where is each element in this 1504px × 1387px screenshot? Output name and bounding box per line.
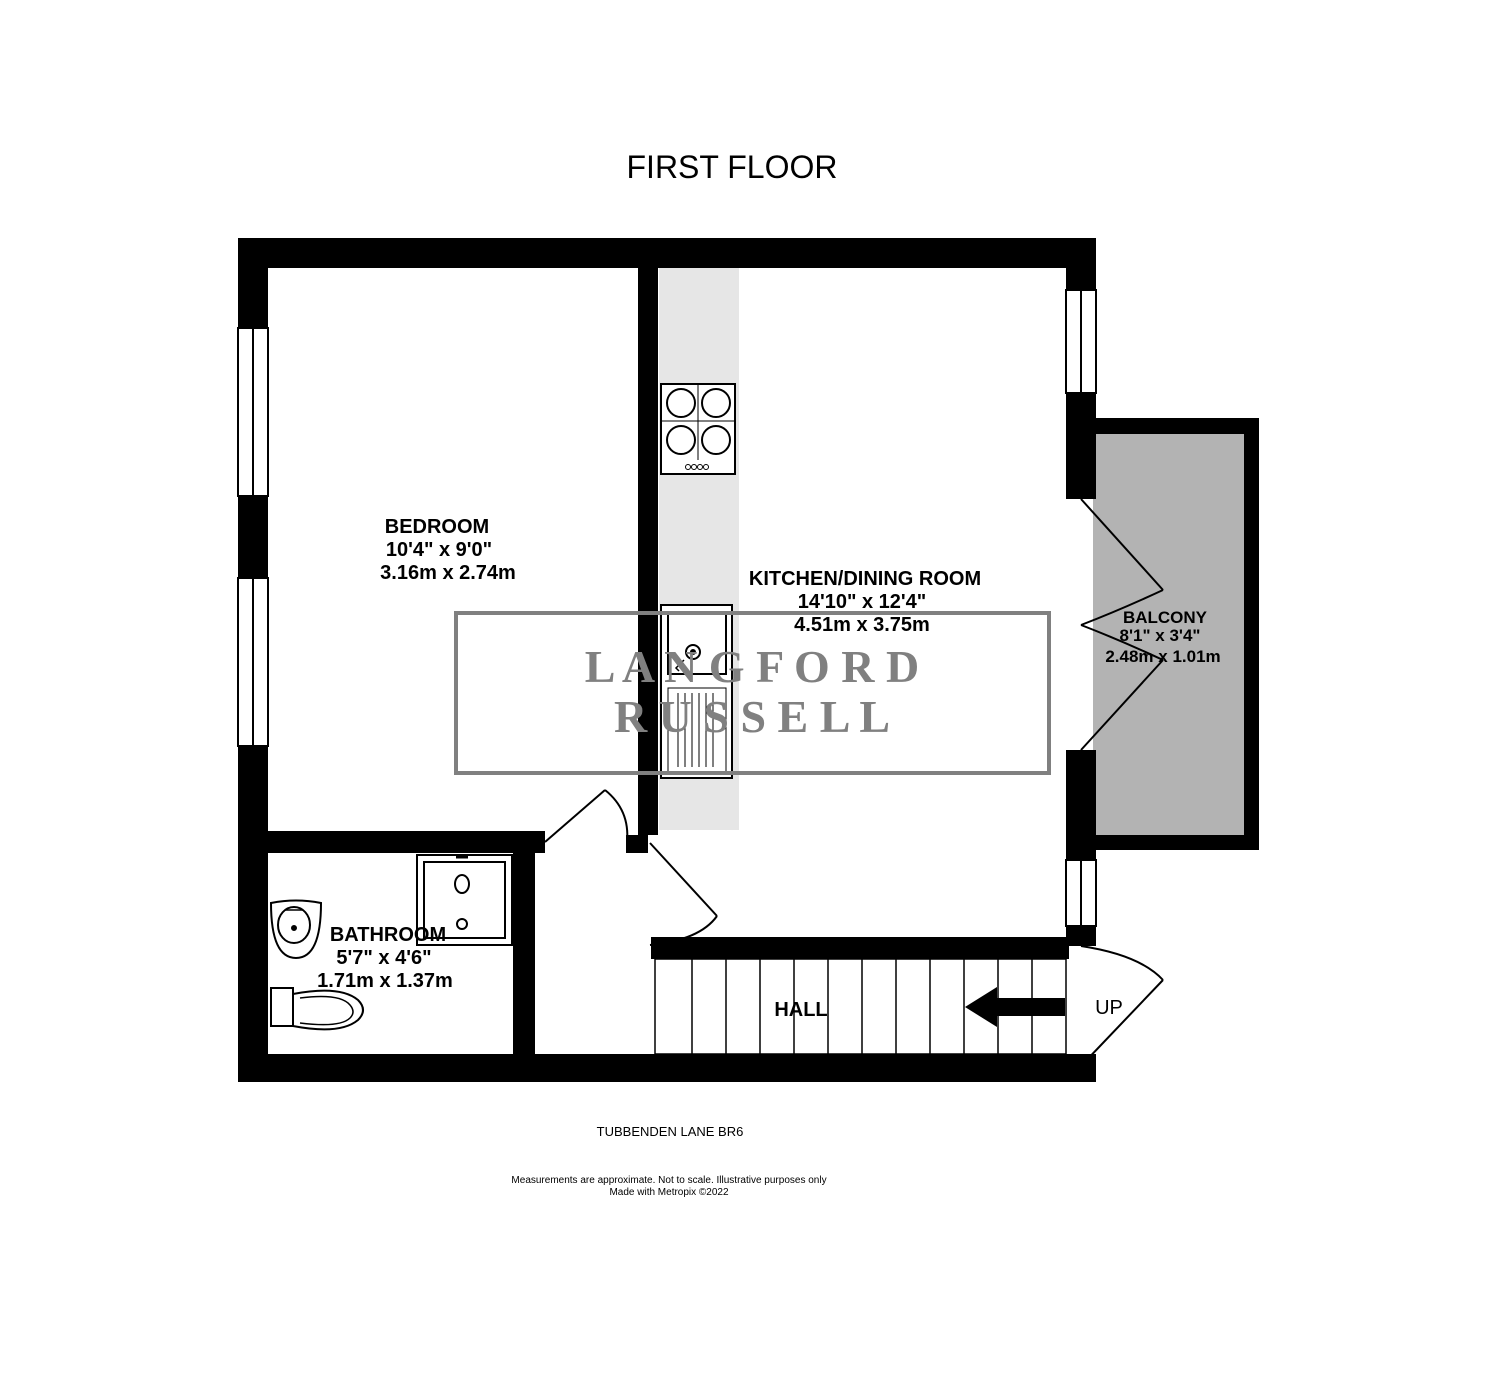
kitchen-metric: 4.51m x 3.75m: [794, 614, 930, 636]
bedroom-name: BEDROOM: [385, 516, 489, 538]
disclaimer: Measurements are approximate. Not to sca…: [511, 1175, 826, 1186]
balcony-metric: 2.48m x 1.01m: [1105, 647, 1220, 666]
hall-label: HALL: [774, 999, 827, 1021]
watermark: L A N G F O R D R U S S E L L: [454, 611, 1051, 775]
bedroom-metric: 3.16m x 2.74m: [380, 562, 516, 584]
shower-tray-icon: [416, 854, 513, 946]
bathroom-metric: 1.71m x 1.37m: [317, 970, 453, 992]
walls: [238, 238, 1259, 1082]
address: TUBBENDEN LANE BR6: [597, 1124, 744, 1139]
windows: [237, 289, 1097, 927]
doors: [544, 498, 1164, 1067]
bathroom-imperial: 5'7" x 4'6": [336, 947, 431, 969]
bedroom-label: BEDROOM 10'4" x 9'0" 3.16m x 2.74m: [380, 516, 516, 584]
stairs-arrow-icon: [965, 987, 1065, 1027]
bathroom-label: BATHROOM 5'7" x 4'6" 1.71m x 1.37m: [317, 924, 453, 992]
bedroom-imperial: 10'4" x 9'0": [386, 539, 492, 561]
balcony-floor: [1093, 433, 1245, 836]
watermark-line-1: L A N G F O R D: [585, 641, 919, 692]
balcony-label: BALCONY 8'1" x 3'4" 2.48m x 1.01m: [1105, 608, 1220, 666]
toilet-icon: [270, 987, 364, 1031]
bathroom-name: BATHROOM: [330, 924, 446, 946]
watermark-line-2: R U S S E L L: [614, 691, 890, 742]
kitchen-name: KITCHEN/DINING ROOM: [749, 568, 981, 590]
kitchen-imperial: 14'10" x 12'4": [798, 591, 927, 613]
credit: Made with Metropix ©2022: [609, 1187, 729, 1198]
stairs-up-label: UP: [1095, 997, 1123, 1019]
basin-icon: [269, 899, 323, 960]
floor-title: FIRST FLOOR: [627, 149, 838, 185]
balcony-name: BALCONY: [1123, 608, 1208, 627]
kitchen-label: KITCHEN/DINING ROOM 14'10" x 12'4" 4.51m…: [749, 568, 981, 636]
hob-icon: [660, 383, 736, 475]
balcony-imperial: 8'1" x 3'4": [1120, 626, 1201, 645]
